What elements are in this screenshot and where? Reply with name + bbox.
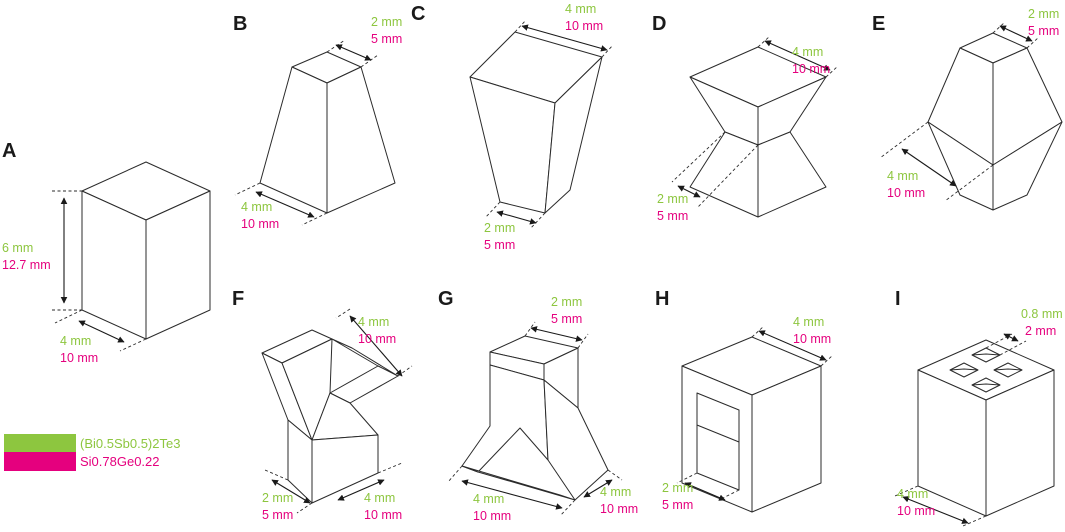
dim-f-top-a: 4 mm (358, 315, 389, 329)
panel-d: D 4 mm 10 mm 2 mm 5 mm (652, 13, 839, 223)
dim-arrow-f-bottom-left (271, 479, 311, 504)
panel-label-e: E (872, 13, 885, 35)
dim-arrow-i-bottom (902, 496, 969, 524)
dim-g-top-a: 2 mm (551, 295, 582, 309)
dim-g-top-b: 5 mm (551, 312, 582, 326)
dim-f-bottom-right-a: 4 mm (364, 491, 395, 505)
legend-swatch-material-a (4, 434, 76, 452)
dim-c-top-b: 10 mm (565, 19, 603, 33)
legend-label-material-b: Si0.78Ge0.22 (80, 454, 160, 469)
dim-d-top-b: 10 mm (792, 62, 830, 76)
dim-arrow-b-top (335, 44, 372, 61)
dim-g-bottom-right-b: 10 mm (600, 502, 638, 516)
dim-b-top-b: 5 mm (371, 32, 402, 46)
dim-f-bottom-left-a: 2 mm (262, 491, 293, 505)
dim-b-bottom-b: 10 mm (241, 217, 279, 231)
panel-g: G 2 mm 5 mm 4 mm 10 mm 4 mm 10 mm (438, 288, 638, 523)
dim-e-widest-b: 10 mm (887, 186, 925, 200)
panel-h: H 4 mm 10 mm 2 mm 5 mm (655, 288, 834, 513)
dim-h-top-a: 4 mm (793, 315, 824, 329)
dim-e-top-a: 2 mm (1028, 7, 1059, 21)
dim-a-height-a: 6 mm (2, 241, 33, 255)
dim-arrow-d-waist (677, 185, 701, 198)
shape-d-lower-right (757, 131, 827, 218)
dim-a-width-b: 10 mm (60, 351, 98, 365)
dim-e-widest-a: 4 mm (887, 169, 918, 183)
dim-arrow-i-hole (1003, 333, 1019, 342)
shape-b-right (326, 66, 396, 214)
dim-g-bottom-a: 4 mm (473, 492, 504, 506)
dim-a-width-a: 4 mm (60, 334, 91, 348)
dim-arrow-g-bottom (461, 479, 563, 510)
legend-swatch-material-b (4, 452, 76, 471)
dim-a-height-b: 12.7 mm (2, 258, 51, 272)
dim-arrow-e-widest (901, 148, 957, 187)
dim-i-bottom-b: 10 mm (897, 504, 935, 518)
dim-arrow-h-top (758, 330, 827, 361)
dim-h-wall-b: 5 mm (662, 498, 693, 512)
dim-h-wall-a: 2 mm (662, 481, 693, 495)
dim-arrow-h-wall (684, 482, 726, 501)
dim-i-hole-a: 0.8 mm (1021, 307, 1063, 321)
dim-arrow-b-bottom (255, 191, 315, 218)
dim-c-top-a: 4 mm (565, 2, 596, 16)
panel-label-c: C (411, 3, 425, 25)
shape-a-right (145, 190, 211, 340)
legend-label-material-a: (Bi0.5Sb0.5)2Te3 (80, 436, 180, 451)
dim-arrow-g-bottom-right (583, 479, 613, 498)
panel-label-b: B (233, 13, 247, 35)
shape-f-right-arm-top (329, 365, 399, 404)
dim-f-top-b: 10 mm (358, 332, 396, 346)
dim-arrow-c-bottom (496, 210, 537, 225)
panel-a: A 6 mm 12.7 mm 4 mm 10 mm (2, 140, 211, 365)
dim-i-bottom-a: 4 mm (897, 487, 928, 501)
shape-h-right (751, 365, 822, 513)
panel-label-h: H (655, 288, 669, 310)
legend: (Bi0.5Sb0.5)2Te3 Si0.78Ge0.22 (4, 434, 180, 471)
dim-f-bottom-right-b: 10 mm (364, 508, 402, 522)
shape-i-right (985, 369, 1055, 517)
dim-arrow-a-width (78, 320, 125, 343)
dim-b-top-a: 2 mm (371, 15, 402, 29)
shape-b-left (259, 66, 328, 214)
panel-e: E 2 mm 5 mm 4 mm 10 mm (872, 7, 1063, 211)
dim-e-top-b: 5 mm (1028, 24, 1059, 38)
panel-c: C 4 mm 10 mm 2 mm 5 mm (411, 2, 614, 252)
dim-c-bottom-b: 5 mm (484, 238, 515, 252)
panel-f: F 4 mm 10 mm 2 mm 5 mm 4 mm 10 mm (232, 288, 413, 522)
dim-arrow-f-bottom-right (337, 479, 385, 501)
dim-f-bottom-left-b: 5 mm (262, 508, 293, 522)
dim-arrow-f-top (349, 315, 403, 377)
dim-b-bottom-a: 4 mm (241, 200, 272, 214)
dim-h-top-b: 10 mm (793, 332, 831, 346)
dim-g-bottom-right-a: 4 mm (600, 485, 631, 499)
shape-g-left-leg (461, 364, 549, 473)
shape-h-window (696, 392, 740, 491)
panel-label-g: G (438, 288, 454, 310)
panel-i: I 0.8 mm 2 mm 4 mm 10 mm (894, 288, 1063, 527)
panel-label-i: I (895, 288, 901, 310)
dim-d-waist-a: 2 mm (657, 192, 688, 206)
panel-label-d: D (652, 13, 666, 35)
dim-arrow-c-top (521, 24, 608, 52)
shape-e-lower-right (992, 121, 1063, 211)
panel-label-f: F (232, 288, 244, 310)
dim-arrow-e-top (999, 25, 1033, 42)
dim-arrow-d-top (764, 40, 831, 71)
dim-i-hole-b: 2 mm (1025, 324, 1056, 338)
dim-arrow-g-top (530, 326, 583, 342)
dim-d-waist-b: 5 mm (657, 209, 688, 223)
dim-d-top-a: 4 mm (792, 45, 823, 59)
shape-c-right (544, 56, 603, 214)
dim-g-bottom-b: 10 mm (473, 509, 511, 523)
panel-b: B 2 mm 5 mm 4 mm 10 mm (233, 13, 402, 231)
dim-c-bottom-a: 2 mm (484, 221, 515, 235)
panel-label-a: A (2, 140, 16, 162)
